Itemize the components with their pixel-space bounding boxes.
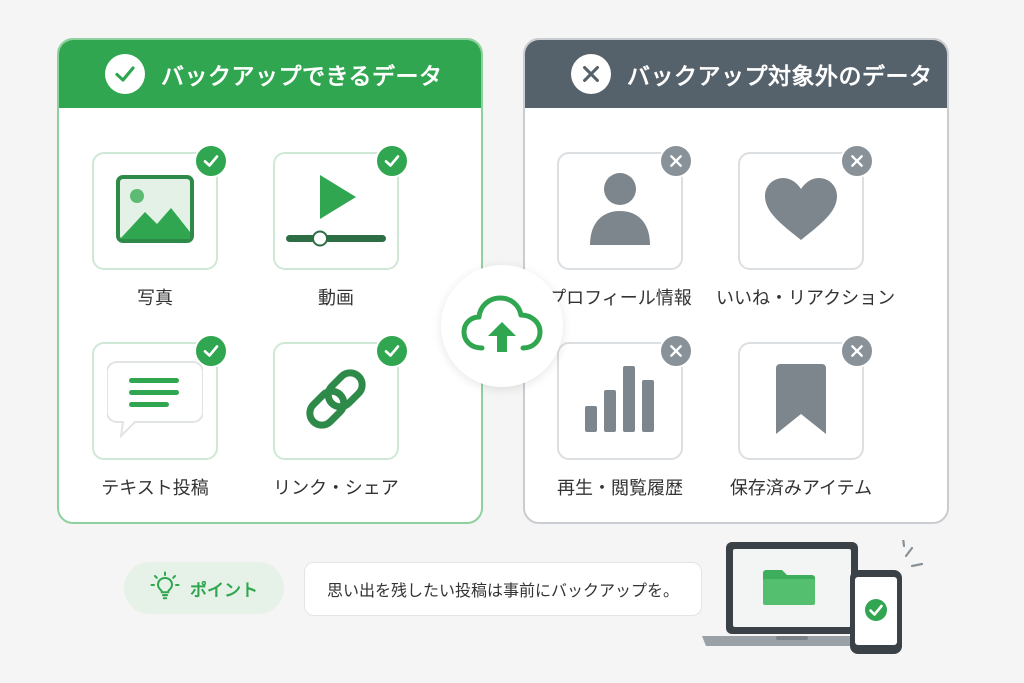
- excluded-panel-header: バックアップ対象外のデータ: [525, 40, 947, 108]
- item-label: 再生・閲覧履歴: [557, 478, 683, 499]
- video-tile: [273, 144, 409, 270]
- check-circle-icon: [105, 54, 145, 94]
- history-tile: [557, 334, 693, 460]
- x-circle-icon: [571, 54, 611, 94]
- item-label: テキスト投稿: [101, 478, 209, 499]
- x-badge-icon: [659, 144, 693, 178]
- likes-tile: [738, 144, 874, 270]
- bar-chart-icon: [585, 366, 655, 436]
- photo-tile: [92, 144, 228, 270]
- item-profile: プロフィール情報: [535, 144, 705, 310]
- x-badge-icon: [840, 144, 874, 178]
- item-label: 保存済みアイテム: [729, 478, 873, 499]
- lightbulb-icon: [150, 571, 190, 606]
- laptop-phone-icon: [702, 536, 924, 654]
- saved-tile: [738, 334, 874, 460]
- item-link-share: リンク・シェア: [251, 334, 421, 500]
- link-icon: [296, 359, 376, 443]
- photo-icon: [115, 174, 195, 248]
- item-label: いいね・リアクション: [716, 288, 896, 309]
- profile-icon: [588, 171, 652, 251]
- backup-panel: バックアップできるデータ 写真: [57, 38, 483, 524]
- link-share-tile: [273, 334, 409, 460]
- item-video: 動画: [251, 144, 421, 310]
- excluded-panel-title: バックアップ対象外のデータ: [627, 64, 933, 90]
- point-badge: ポイント: [124, 562, 284, 614]
- tip-text: 思い出を残したい投稿は事前にバックアップを。: [326, 581, 679, 600]
- devices-illustration: [700, 536, 930, 664]
- video-icon: [286, 169, 386, 253]
- backup-panel-header: バックアップできるデータ: [59, 40, 481, 108]
- text-post-icon: [106, 356, 204, 446]
- item-photo: 写真: [70, 144, 240, 310]
- x-badge-icon: [840, 334, 874, 368]
- item-text-post: テキスト投稿: [70, 334, 240, 500]
- cloud-upload-icon: [460, 292, 544, 360]
- check-badge-icon: [375, 334, 409, 368]
- bookmark-icon: [776, 364, 826, 438]
- item-saved: 保存済みアイテム: [716, 334, 886, 500]
- item-label: 動画: [318, 288, 354, 309]
- item-label: 写真: [137, 288, 173, 309]
- check-badge-icon: [194, 144, 228, 178]
- check-badge-icon: [194, 334, 228, 368]
- check-badge-icon: [375, 144, 409, 178]
- item-history: 再生・閲覧履歴: [535, 334, 705, 500]
- item-likes: いいね・リアクション: [716, 144, 896, 310]
- x-badge-icon: [659, 334, 693, 368]
- tip-box: 思い出を残したい投稿は事前にバックアップを。: [304, 562, 702, 616]
- point-label: ポイント: [190, 580, 258, 601]
- excluded-panel: バックアップ対象外のデータ プロフィール情報: [523, 38, 949, 524]
- heart-icon: [763, 176, 839, 246]
- profile-tile: [557, 144, 693, 270]
- text-post-tile: [92, 334, 228, 460]
- item-label: リンク・シェア: [273, 478, 399, 499]
- item-label: プロフィール情報: [548, 288, 692, 309]
- backup-panel-title: バックアップできるデータ: [161, 64, 443, 90]
- cloud-upload-badge: [441, 265, 563, 387]
